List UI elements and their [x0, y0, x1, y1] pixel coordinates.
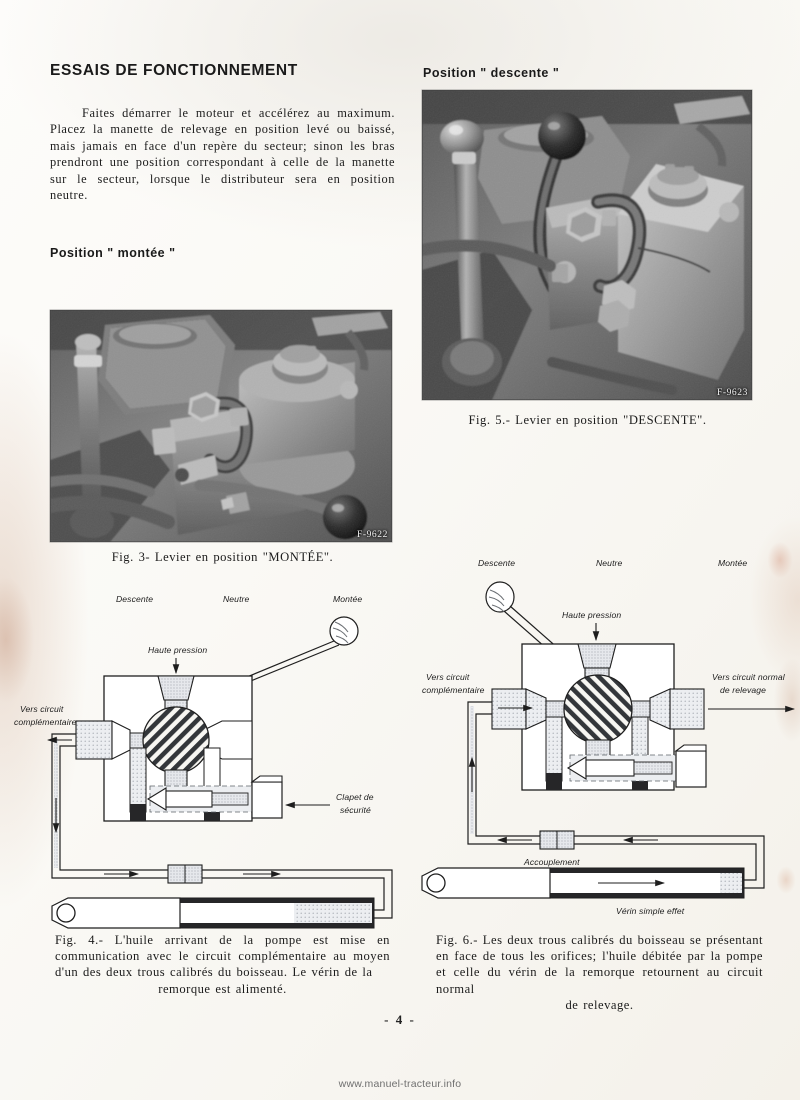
- page-number: - 4 -: [384, 1012, 416, 1027]
- figure-6-caption-line-3: l'huile débitée par la pompe et celle du…: [436, 949, 763, 980]
- photo-levier-descente: F-9623: [422, 90, 752, 400]
- label-montee: Montée: [718, 558, 747, 568]
- photo-levier-montee: F-9622: [50, 310, 392, 542]
- label-haute-pression: Haute pression: [562, 610, 621, 620]
- figure-5-caption: Fig. 5.- Levier en position "DESCENTE".: [468, 413, 707, 427]
- label-haute-pression: Haute pression: [148, 645, 207, 655]
- figure-6-caption: Fig. 6.- Les deux trous calibrés du bois…: [436, 932, 763, 1013]
- label-neutre: Neutre: [596, 558, 623, 568]
- label-descente: Descente: [116, 594, 153, 604]
- figure-6-caption-line-5: de relevage.: [565, 997, 634, 1012]
- label-clapet-l1: Clapet de: [336, 792, 374, 802]
- label-vers-normal-l2: de relevage: [720, 685, 766, 695]
- schema-distributeur-montee: Descente Neutre Montée Haute pression: [8, 588, 418, 933]
- intro-paragraph-text: Faites démarrer le moteur et accélérez a…: [50, 106, 395, 203]
- figure-6-caption-line-4: de la remorque retournent au circuit nor…: [436, 965, 764, 996]
- label-vers-circuit-l2: complémentaire: [422, 685, 485, 695]
- label-vers-circuit-l1: Vers circuit: [20, 704, 64, 714]
- label-montee: Montée: [333, 594, 362, 604]
- photo-reference-code: F-9622: [356, 530, 388, 540]
- figure-6-caption-line-2: se présentant en face de tous les orific…: [436, 933, 763, 964]
- subheading-position-montee: Position " montée ": [50, 246, 176, 260]
- label-descente: Descente: [478, 558, 515, 568]
- label-vers-circuit-l1: Vers circuit: [426, 672, 470, 682]
- figure-4-caption-line-3: complémentaire au moyen d'un des deux: [55, 949, 390, 980]
- label-clapet-l2: sécurité: [340, 805, 371, 815]
- figure-6-caption-line-1: Fig. 6.- Les deux trous calibrés du bois…: [436, 933, 686, 947]
- figure-4-caption-line-4: trous calibrés du boisseau. Le vérin de …: [137, 965, 373, 980]
- site-watermark: www.manuel-tracteur.info: [338, 1078, 462, 1090]
- figure-4-caption-line-2: mise en communication avec le circuit: [55, 933, 390, 964]
- intro-paragraph: Faites démarrer le moteur et accélérez a…: [50, 105, 395, 203]
- figure-4-caption-line-1: Fig. 4.- L'huile arrivant de la pompe es…: [55, 933, 329, 947]
- label-neutre: Neutre: [223, 594, 250, 604]
- figure-3-caption: Fig. 3- Levier en position "MONTÉE".: [111, 550, 334, 564]
- label-verin: Vérin simple effet: [616, 906, 685, 916]
- subheading-position-descente: Position " descente ": [423, 66, 560, 80]
- figure-4-caption-line-5: remorque est alimenté.: [158, 981, 287, 996]
- label-vers-circuit-l2: complémentaire: [14, 717, 77, 727]
- figure-4-caption: Fig. 4.- L'huile arrivant de la pompe es…: [55, 932, 390, 997]
- schema-distributeur-descente: Descente Neutre Montée Haute pression: [420, 552, 800, 917]
- label-accouplement: Accouplement: [523, 857, 580, 867]
- label-vers-normal-l1: Vers circuit normal: [712, 672, 786, 682]
- page-title: ESSAIS DE FONCTIONNEMENT: [50, 62, 298, 79]
- photo-reference-code: F-9623: [716, 388, 748, 398]
